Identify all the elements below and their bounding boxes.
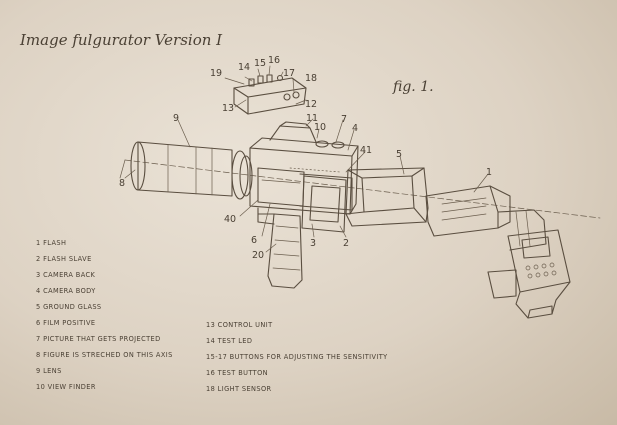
legend-item: 16 TEST BUTTON [206, 369, 268, 377]
legend-item: 2 FLASH SLAVE [36, 255, 92, 263]
part-number-5: 5 [396, 149, 402, 160]
part-number-11: 11 [306, 113, 318, 124]
part-number-16: 16 [268, 55, 280, 66]
leader-lines [124, 65, 489, 253]
part-number-13: 13 [222, 103, 234, 114]
part-number-4: 4 [352, 123, 358, 134]
part-number-labels: 19 14 15 16 17 18 13 12 9 11 10 7 4 41 5… [119, 55, 492, 261]
control-unit-drawing [233, 74, 307, 115]
part-number-10: 10 [314, 122, 326, 133]
part-number-17: 17 [283, 68, 295, 79]
legend-item: 15-17 BUTTONS FOR ADJUSTING THE SENSITIV… [206, 353, 388, 361]
legend-item: 5 GROUND GLASS [36, 303, 102, 311]
part-number-19: 19 [210, 68, 222, 79]
part-number-41: 41 [360, 145, 372, 156]
legend-left: 1 FLASH 2 FLASH SLAVE 3 CAMERA BACK 4 CA… [36, 239, 173, 391]
drawing-title: Image fulgurator Version I [19, 31, 223, 49]
legend-right: 13 CONTROL UNIT 14 TEST LED 15-17 BUTTON… [206, 321, 388, 393]
part-number-40: 40 [224, 214, 236, 225]
part-number-14: 14 [238, 62, 250, 73]
part-number-15: 15 [254, 58, 266, 69]
part-number-7: 7 [341, 114, 347, 125]
part-number-20: 20 [252, 250, 264, 261]
part-number-2: 2 [343, 238, 349, 249]
legend-item: 7 PICTURE THAT GETS PROJECTED [36, 335, 161, 343]
legend-item: 9 LENS [36, 367, 62, 375]
part-number-9: 9 [173, 113, 179, 124]
legend-item: 3 CAMERA BACK [36, 271, 96, 279]
part-number-6: 6 [251, 235, 257, 246]
part-number-18: 18 [305, 73, 317, 84]
part-number-3: 3 [310, 238, 316, 249]
part-number-12: 12 [305, 99, 317, 110]
legend-item: 18 LIGHT SENSOR [206, 385, 272, 393]
legend-item: 1 FLASH [36, 239, 66, 247]
legend-item: 4 CAMERA BODY [36, 287, 96, 295]
part-number-1: 1 [486, 167, 492, 178]
figure-label: fig. 1. [392, 79, 434, 95]
legend-item: 10 VIEW FINDER [36, 383, 96, 391]
legend-item: 6 FILM POSITIVE [36, 319, 95, 327]
part-number-8: 8 [119, 178, 125, 189]
camera-assembly-drawing [119, 121, 601, 319]
legend-item: 8 FIGURE IS STRECHED ON THIS AXIS [36, 351, 173, 359]
legend-item: 13 CONTROL UNIT [206, 321, 273, 329]
legend-item: 14 TEST LED [206, 337, 252, 345]
